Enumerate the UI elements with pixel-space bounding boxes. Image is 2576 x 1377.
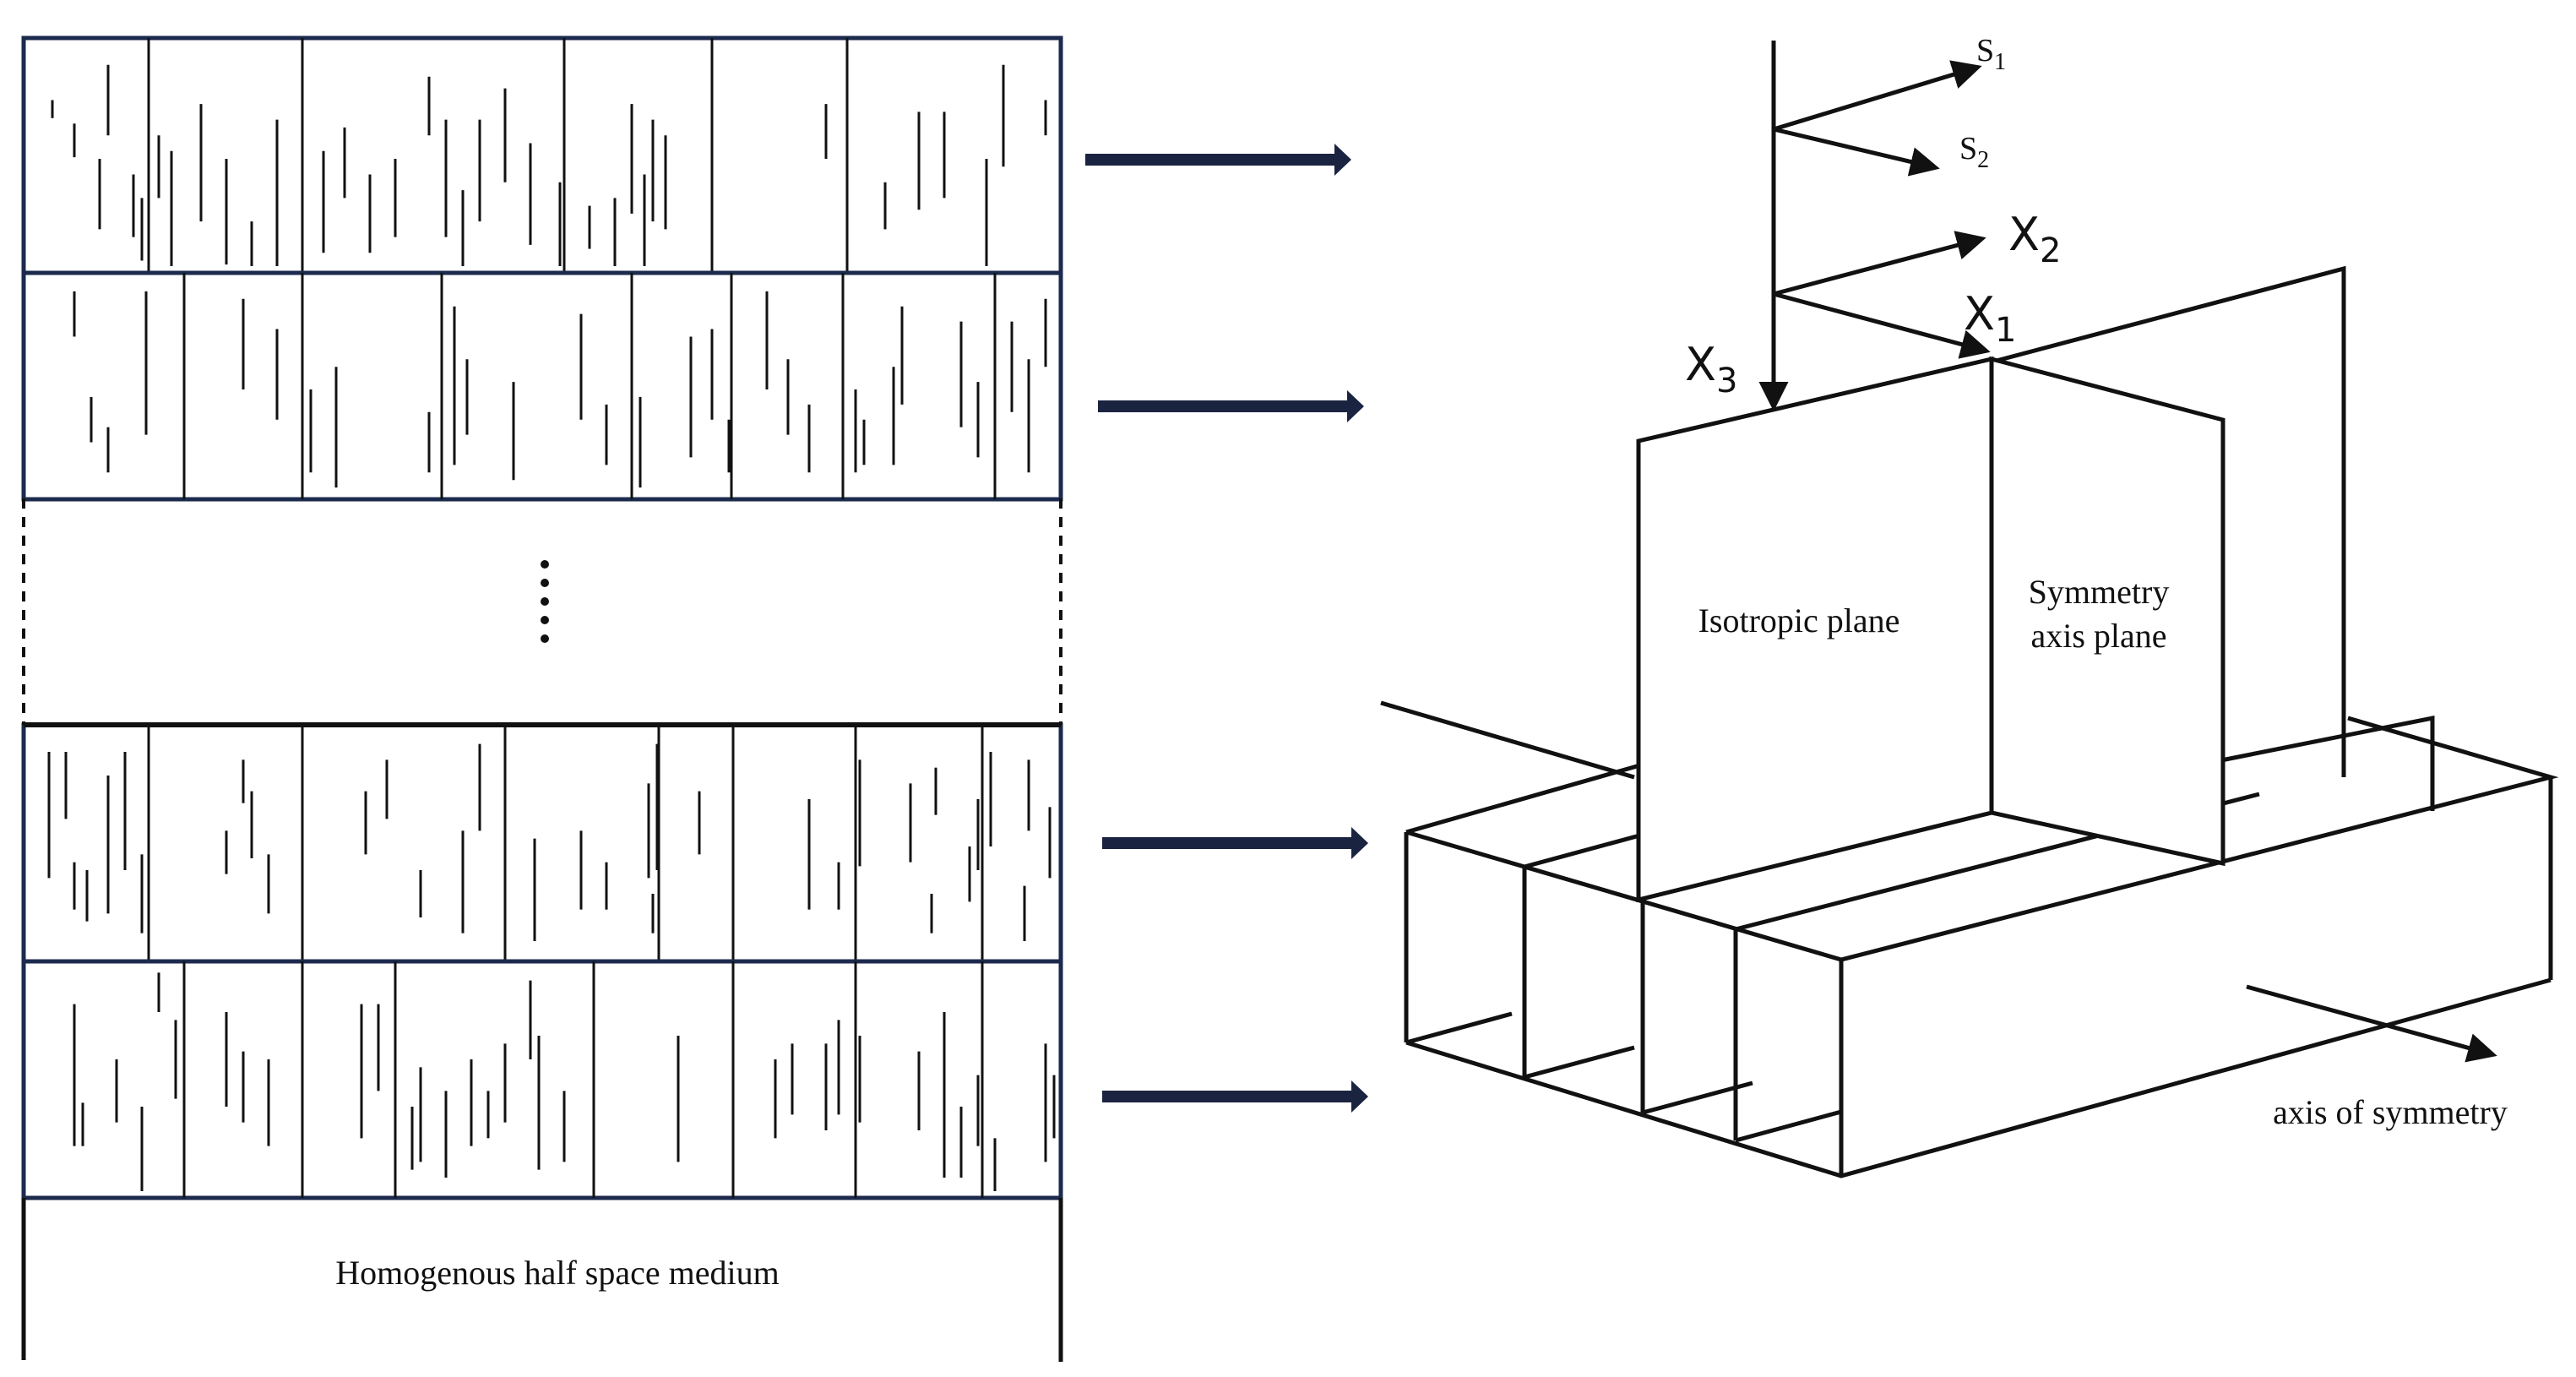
- x1-label: X1: [1964, 287, 2016, 350]
- symmetry-axis-plane-label-line2: axis plane: [2030, 617, 2166, 655]
- x2-label: X2: [2008, 208, 2061, 270]
- x3-label: X3: [1685, 338, 1737, 400]
- s1-arrow: [1773, 60, 1982, 132]
- diagonal-guide-line: [1380, 700, 1635, 780]
- isotropic-plane-label: Isotropic plane: [1698, 601, 1900, 640]
- layer-4-box: [21, 959, 1063, 1200]
- layer-2-box: [21, 270, 1063, 502]
- layered-medium-panel: Homogenous half space medium: [21, 35, 1063, 1362]
- axis-of-symmetry-label: axis of symmetry: [2273, 1093, 2508, 1131]
- s2-arrow: [1773, 127, 1940, 177]
- x1-arrow: [1773, 291, 1991, 359]
- arrow-layer-1: [1085, 144, 1351, 176]
- arrow-layer-3: [1102, 827, 1368, 859]
- coordinate-axes: [1758, 41, 1991, 411]
- x2-arrow: [1773, 231, 1986, 297]
- layer-3-box: [21, 722, 1063, 964]
- arrow-layer-4: [1102, 1080, 1368, 1113]
- ellipsis-dots: [541, 560, 549, 643]
- vti-3d-model: [1380, 265, 2559, 1178]
- axis-of-symmetry-arrow: [2246, 984, 2497, 1063]
- symmetry-axis-plane-label-line1: Symmetry: [2029, 573, 2170, 611]
- s1-label: S1: [1976, 33, 2006, 75]
- base-box: [1404, 715, 2559, 1178]
- flow-arrows: [1085, 144, 1368, 1113]
- layer-1-box: [21, 35, 1063, 275]
- half-space-label: Homogenous half space medium: [335, 1254, 779, 1292]
- back-plane: [1992, 265, 2346, 777]
- arrow-layer-2: [1098, 390, 1364, 422]
- crack-marks: [47, 64, 1056, 1191]
- axis-labels: S1 S2 X2 X1 X3: [1685, 33, 2061, 400]
- s2-label: S2: [1959, 131, 1989, 173]
- symmetry-axis-plane: [1989, 356, 2225, 867]
